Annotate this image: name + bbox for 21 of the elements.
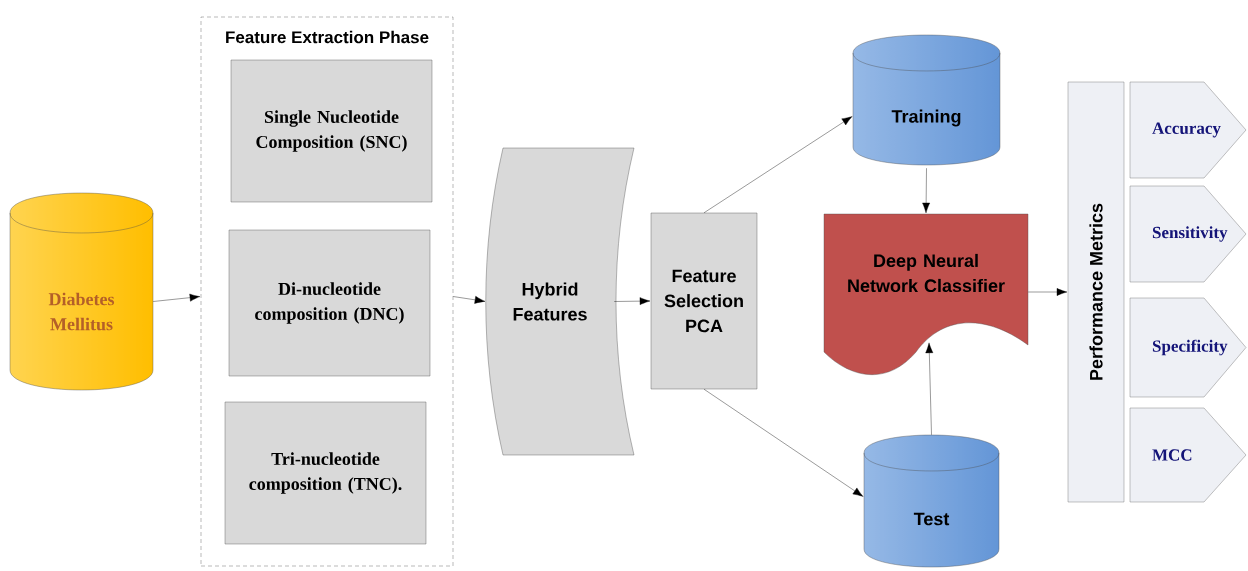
metric-pentagon: Sensitivity: [1129, 185, 1247, 283]
process-box: Feature Selection PCA: [650, 212, 758, 390]
arrow: [703, 389, 864, 497]
arrow: [614, 297, 651, 305]
arrow: [703, 116, 853, 213]
vertical-bar: Performance Metrics: [1067, 81, 1125, 503]
database-cylinder: Training: [852, 34, 1001, 166]
process-box: Di-nucleotide composition (DNC): [228, 229, 431, 377]
arrow: [922, 168, 930, 214]
metric-pentagon: MCC: [1129, 407, 1247, 503]
arrow: [453, 296, 486, 304]
metric-pentagon: Specificity: [1129, 297, 1247, 398]
process-box: Single Nucleotide Composition (SNC): [230, 59, 433, 203]
process-box: Tri-nucleotide composition (TNC).: [224, 401, 427, 545]
arrow: [1028, 288, 1068, 296]
arrow: [925, 342, 934, 435]
arrow: [153, 293, 201, 302]
database-cylinder: Diabetes Mellitus: [9, 192, 154, 391]
metric-pentagon: Accuracy: [1129, 81, 1247, 179]
curved-band: Hybrid Features: [485, 147, 635, 456]
database-cylinder: Test: [863, 434, 1000, 568]
